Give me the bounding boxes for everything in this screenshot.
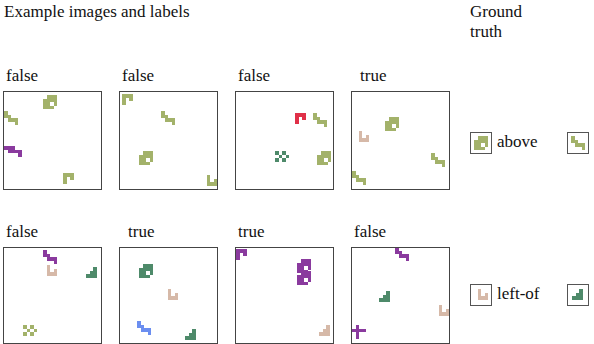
image-label: true <box>128 222 154 242</box>
relation-word: left-of <box>497 284 539 304</box>
column-heading: Ground truth <box>470 2 532 42</box>
image-frame: false <box>3 91 102 190</box>
image-label: false <box>122 66 154 86</box>
image-label: false <box>6 66 38 86</box>
image-label: false <box>238 66 270 86</box>
image-frame: false <box>351 247 450 344</box>
image-frame: true <box>119 247 218 344</box>
image-label: true <box>360 66 386 86</box>
image-frame: false <box>119 91 218 190</box>
image-frame: true <box>351 91 450 190</box>
image-label: false <box>6 222 38 242</box>
image-frame: true <box>235 247 334 344</box>
panel-heading: Example images and labels <box>4 2 190 22</box>
image-frame: false <box>3 247 102 344</box>
relation-word: above <box>497 132 538 152</box>
image-frame: false <box>235 91 334 190</box>
image-label: true <box>238 222 264 242</box>
image-label: false <box>354 222 386 242</box>
